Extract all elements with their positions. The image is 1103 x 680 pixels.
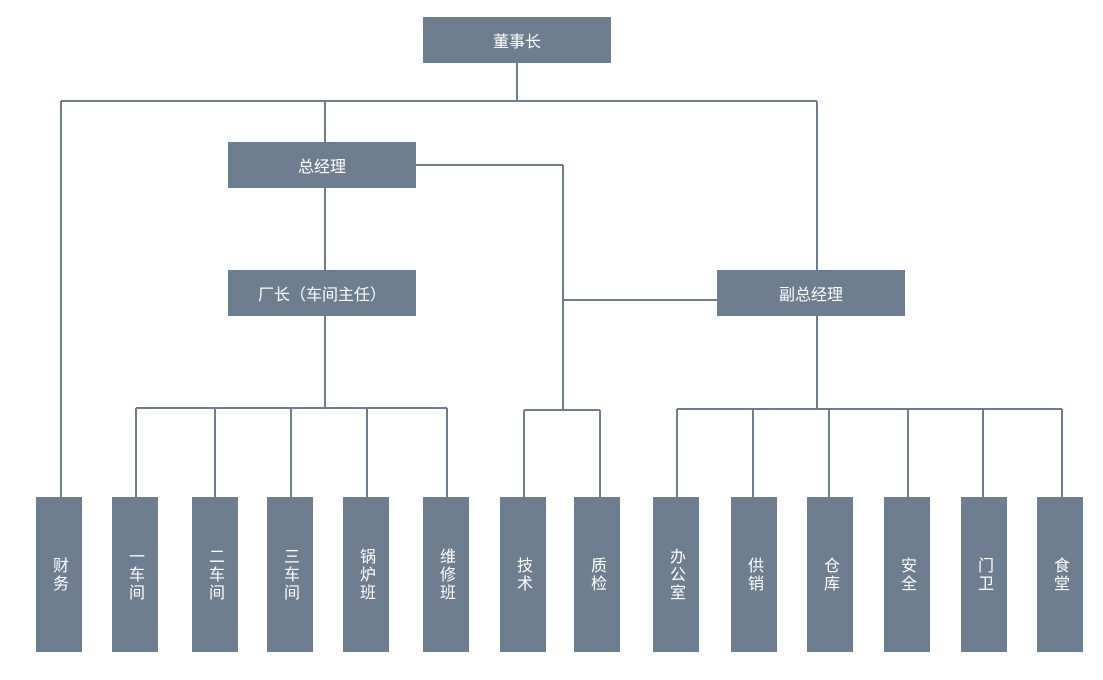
- workshop-2-label: 二车间: [206, 547, 225, 602]
- general-manager-box: 总经理: [228, 142, 416, 188]
- technology-box: 技术: [500, 497, 546, 652]
- deputy-general-manager-label: 副总经理: [778, 285, 843, 304]
- boiler-team-label: 锅炉班: [357, 547, 376, 602]
- workshop-2-box: 二车间: [192, 497, 238, 652]
- quality-inspection-box: 质检: [574, 497, 620, 652]
- chairman-label: 董事长: [492, 32, 541, 51]
- canteen-label: 食堂: [1051, 556, 1070, 593]
- workshop-3-box: 三车间: [267, 497, 313, 652]
- workshop-1-box: 一车间: [112, 497, 158, 652]
- guard-box: 门卫: [961, 497, 1007, 652]
- finance-label: 财务: [50, 556, 69, 593]
- quality-inspection-label: 质检: [588, 556, 607, 593]
- deputy-general-manager-box: 副总经理: [717, 270, 905, 316]
- supply-sales-label: 供销: [745, 556, 764, 593]
- boiler-team-box: 锅炉班: [343, 497, 389, 652]
- guard-label: 门卫: [975, 556, 994, 593]
- general-manager-label: 总经理: [297, 157, 346, 176]
- chairman-box: 董事长: [423, 17, 611, 63]
- warehouse-label: 仓库: [821, 556, 840, 593]
- factory-director-label: 厂长（车间主任）: [257, 285, 386, 304]
- safety-label: 安全: [898, 556, 917, 593]
- office-label: 办公室: [667, 547, 686, 602]
- workshop-3-label: 三车间: [281, 547, 300, 602]
- office-box: 办公室: [653, 497, 699, 652]
- safety-box: 安全: [884, 497, 930, 652]
- workshop-1-label: 一车间: [126, 547, 145, 602]
- factory-director-box: 厂长（车间主任）: [228, 270, 416, 316]
- warehouse-box: 仓库: [807, 497, 853, 652]
- supply-sales-box: 供销: [731, 497, 777, 652]
- maintenance-team-label: 维修班: [437, 547, 456, 602]
- canteen-box: 食堂: [1037, 497, 1083, 652]
- maintenance-team-box: 维修班: [423, 497, 469, 652]
- technology-label: 技术: [514, 556, 533, 593]
- finance-box: 财务: [36, 497, 82, 652]
